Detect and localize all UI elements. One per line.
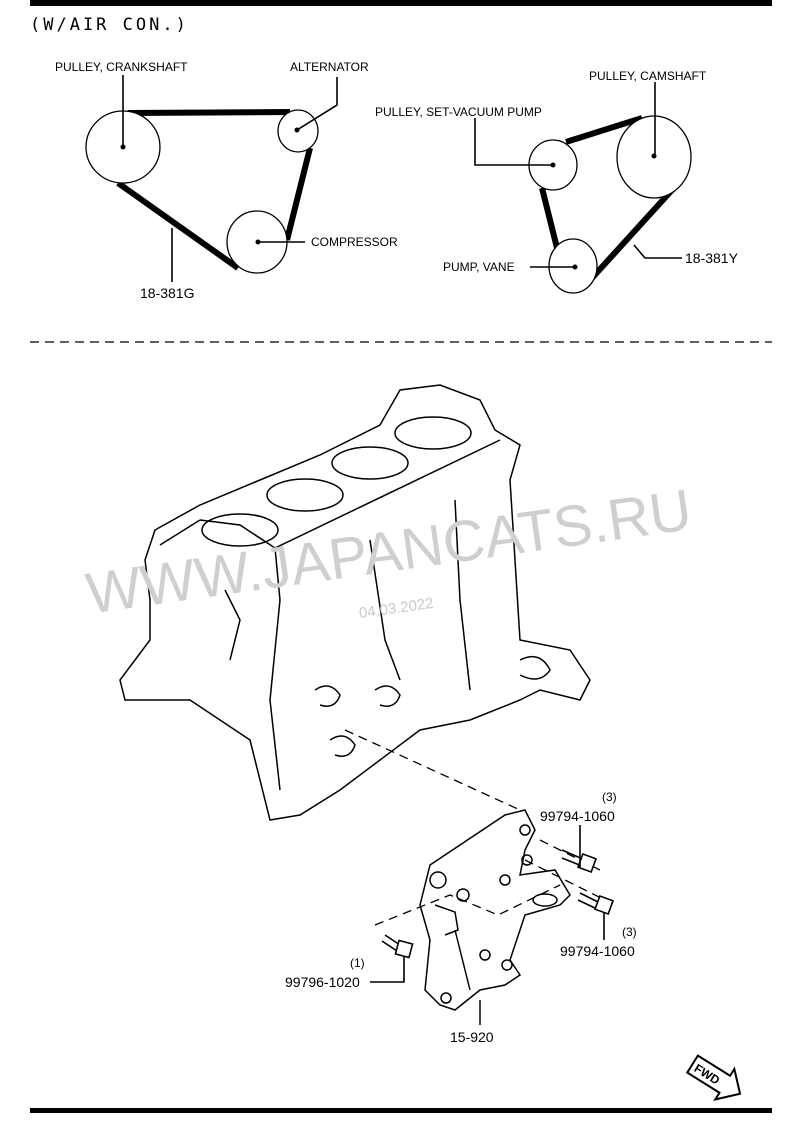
belt-diagram-right: PULLEY, SET-VACUUM PUMP PULLEY, CAMSHAFT…	[375, 69, 739, 294]
part-qty: (1)	[350, 956, 365, 970]
label-vane-pump: PUMP, VANE	[443, 260, 515, 274]
belt-segment	[589, 187, 675, 281]
label-camshaft: PULLEY, CAMSHAFT	[589, 69, 707, 83]
part-number-99796-1020: 99796-1020	[285, 974, 360, 990]
belt-diagram-left: PULLEY, CRANKSHAFT ALTERNATOR COMPRESSOR…	[55, 60, 398, 301]
bolt-lower	[381, 934, 414, 959]
label-belt-18-381Y: 18-381Y	[685, 250, 739, 266]
part-qty: (3)	[602, 790, 617, 804]
top-border	[30, 0, 772, 6]
diagram-title: (W/AIR CON.)	[30, 15, 189, 35]
fwd-arrow-icon: FWD	[685, 1054, 742, 1102]
belt-segment	[284, 147, 313, 241]
bolt-upper	[561, 849, 597, 873]
part-number-99794-1060-upper: 99794-1060	[540, 808, 615, 824]
label-belt-18-381G: 18-381G	[140, 285, 194, 301]
part-number-15-920: 15-920	[450, 1029, 494, 1045]
belt-segment	[565, 115, 643, 145]
bottom-border	[30, 1108, 772, 1113]
watermark: WWW.JAPANCATS.RU 04.03.2022	[82, 477, 695, 626]
bracket-15-920	[419, 809, 571, 1025]
belt-segment	[127, 109, 291, 116]
label-crankshaft: PULLEY, CRANKSHAFT	[55, 60, 188, 74]
label-compressor: COMPRESSOR	[311, 235, 398, 249]
watermark-date: 04.03.2022	[358, 595, 435, 622]
label-alternator: ALTERNATOR	[290, 60, 369, 74]
part-qty: (3)	[622, 925, 637, 939]
bolt-middle	[577, 892, 614, 915]
belt-segment	[116, 180, 240, 271]
part-number-99794-1060-lower: 99794-1060	[560, 943, 635, 959]
belt-segment	[539, 187, 561, 253]
engine-block	[119, 384, 591, 821]
label-vacuum-pump: PULLEY, SET-VACUUM PUMP	[375, 105, 542, 119]
